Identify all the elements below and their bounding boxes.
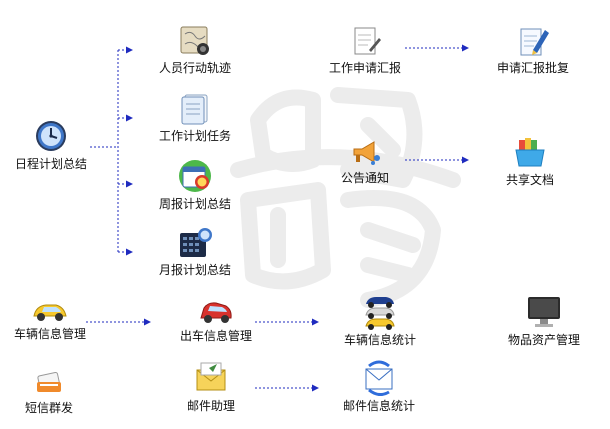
node-label: 邮件信息统计 (342, 399, 415, 413)
node-asset-mgmt[interactable]: 物品资产管理 (500, 294, 588, 347)
node-work-task[interactable]: 工作计划任务 (150, 92, 240, 143)
stacked-cars-icon (365, 297, 395, 330)
node-schedule-summary[interactable]: 日程计划总结 (10, 118, 92, 171)
node-monthly-summary[interactable]: 月报计划总结 (150, 226, 240, 277)
node-label: 人员行动轨迹 (158, 61, 231, 75)
node-label: 工作申请汇报 (328, 61, 401, 75)
monitor-icon (528, 297, 560, 327)
calendar-icon (179, 160, 211, 192)
node-label: 申请汇报批复 (496, 61, 569, 75)
pen-document-icon (354, 27, 381, 55)
mail-sync-icon (365, 360, 393, 396)
node-dispatch-info[interactable]: 出车信息管理 (172, 296, 260, 343)
node-label: 车辆信息管理 (13, 327, 86, 341)
node-label: 月报计划总结 (158, 263, 231, 277)
node-request-approval[interactable]: 申请汇报批复 (488, 24, 578, 75)
node-label: 出车信息管理 (179, 329, 252, 343)
node-label: 物品资产管理 (507, 333, 580, 347)
node-shared-docs[interactable]: 共享文档 (495, 134, 565, 187)
seal-watermark (230, 87, 461, 308)
folder-box-icon (515, 138, 545, 167)
node-work-request[interactable]: 工作申请汇报 (320, 24, 410, 75)
node-mail-stats[interactable]: 邮件信息统计 (335, 360, 423, 413)
red-car-icon (200, 302, 232, 323)
node-label: 共享文档 (505, 173, 554, 187)
mail-icon (196, 362, 226, 391)
clock-icon (36, 121, 66, 151)
node-label: 工作计划任务 (158, 129, 231, 143)
node-vehicle-stats[interactable]: 车辆信息统计 (336, 294, 424, 347)
node-vehicle-info[interactable]: 车辆信息管理 (6, 298, 94, 341)
node-label: 公告通知 (340, 171, 389, 185)
node-label: 周报计划总结 (158, 197, 231, 211)
node-sms-broadcast[interactable]: 短信群发 (14, 370, 84, 415)
calculator-icon (180, 228, 212, 257)
node-announcement[interactable]: 公告通知 (325, 138, 405, 185)
notebook-icon (181, 94, 208, 125)
megaphone-icon (353, 141, 380, 165)
node-label: 车辆信息统计 (343, 333, 416, 347)
node-label: 短信群发 (24, 401, 73, 415)
node-mail-assistant[interactable]: 邮件助理 (174, 360, 248, 413)
node-staff-track[interactable]: 人员行动轨迹 (150, 24, 240, 75)
map-icon (180, 26, 209, 55)
node-label: 日程计划总结 (14, 157, 87, 171)
pen-clipboard-icon (520, 28, 549, 56)
node-label: 邮件助理 (186, 399, 235, 413)
node-weekly-summary[interactable]: 周报计划总结 (150, 158, 240, 211)
yellow-car-icon (33, 304, 67, 321)
sms-icon (37, 371, 61, 393)
